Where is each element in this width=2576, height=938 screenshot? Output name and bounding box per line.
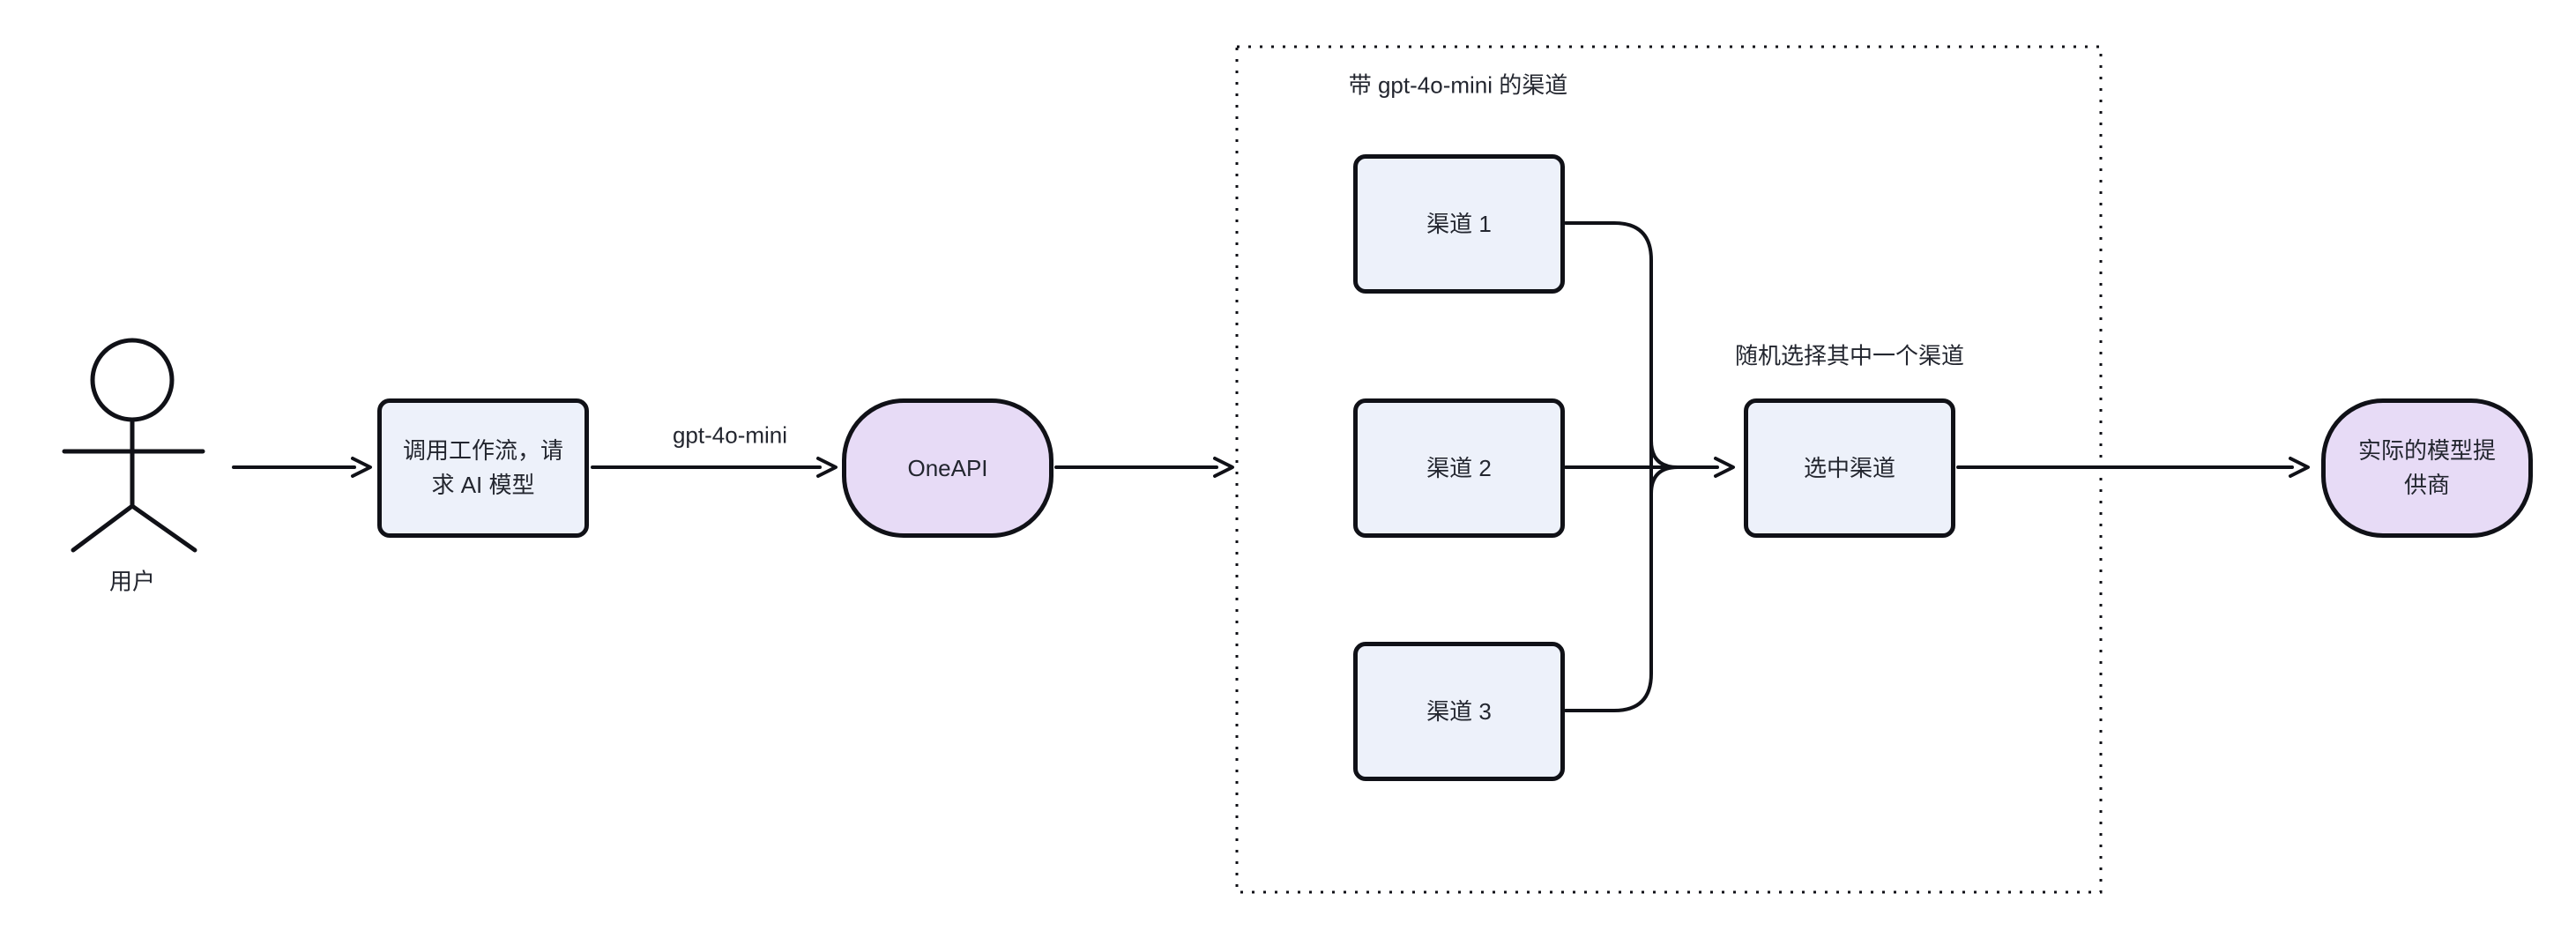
actor-right-leg	[130, 503, 197, 553]
edge-label-model: gpt-4o-mini	[672, 421, 788, 449]
edge-merge-fillet-bottom	[1649, 465, 1679, 495]
edge-merge-fillet-top	[1649, 439, 1679, 469]
node-selected-channel: 选中渠道	[1744, 398, 1955, 538]
node-channel-2: 渠道 2	[1353, 398, 1565, 538]
edge-label-random-pick: 随机选择其中一个渠道	[1734, 342, 1965, 369]
node-workflow: 调用工作流，请 求 AI 模型	[377, 398, 589, 538]
actor-left-leg	[71, 503, 135, 553]
node-provider: 实际的模型提 供商	[2321, 398, 2533, 538]
node-oneapi: OneAPI	[842, 398, 1053, 538]
node-channel-1: 渠道 1	[1353, 154, 1565, 294]
subgraph-title: 带 gpt-4o-mini 的渠道	[1348, 71, 1568, 99]
actor-label: 用户	[108, 568, 156, 595]
actor-head	[90, 338, 175, 422]
user-actor-icon	[62, 338, 205, 553]
node-channel-3: 渠道 3	[1353, 642, 1565, 781]
